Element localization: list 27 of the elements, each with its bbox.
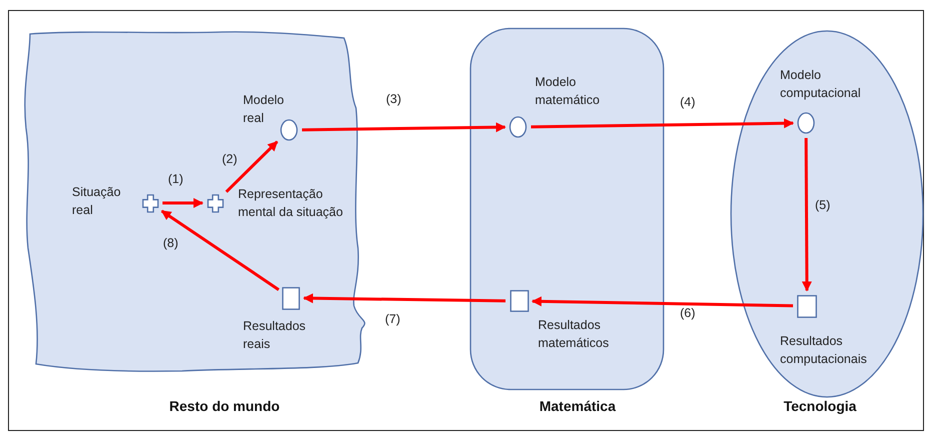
edge-label: (5): [815, 198, 830, 212]
edge-label: (1): [168, 172, 184, 186]
arrow: [302, 122, 506, 132]
arrow: [162, 198, 204, 208]
arrow: [532, 296, 794, 308]
node-caption: Resultados computacionais: [780, 333, 868, 368]
edge-label: (2): [222, 152, 238, 166]
node-caption: Modelo matemático: [535, 74, 601, 109]
arrow: [802, 138, 812, 292]
region-title: Tecnologia: [782, 398, 858, 414]
arrow: [303, 293, 506, 304]
arrow: [160, 210, 280, 291]
edge-label: (6): [680, 306, 696, 320]
node-caption: Resultados matemáticos: [538, 317, 610, 352]
node-caption: Resultados reais: [243, 318, 307, 353]
edge-label: (7): [385, 312, 400, 326]
region-title: Matemática: [538, 398, 617, 414]
node-caption: Representação mental da situação: [238, 186, 343, 221]
arrow: [225, 140, 278, 193]
node-caption: Modelo computacional: [780, 67, 862, 102]
arrow: [530, 118, 794, 128]
node-caption: Situação real: [72, 184, 122, 219]
edge-label: (3): [386, 92, 402, 106]
edge-label: (4): [680, 95, 696, 109]
node-caption: Modelo real: [243, 92, 285, 127]
region-title: Resto do mundo: [168, 398, 281, 414]
edge-label: (8): [163, 236, 178, 250]
